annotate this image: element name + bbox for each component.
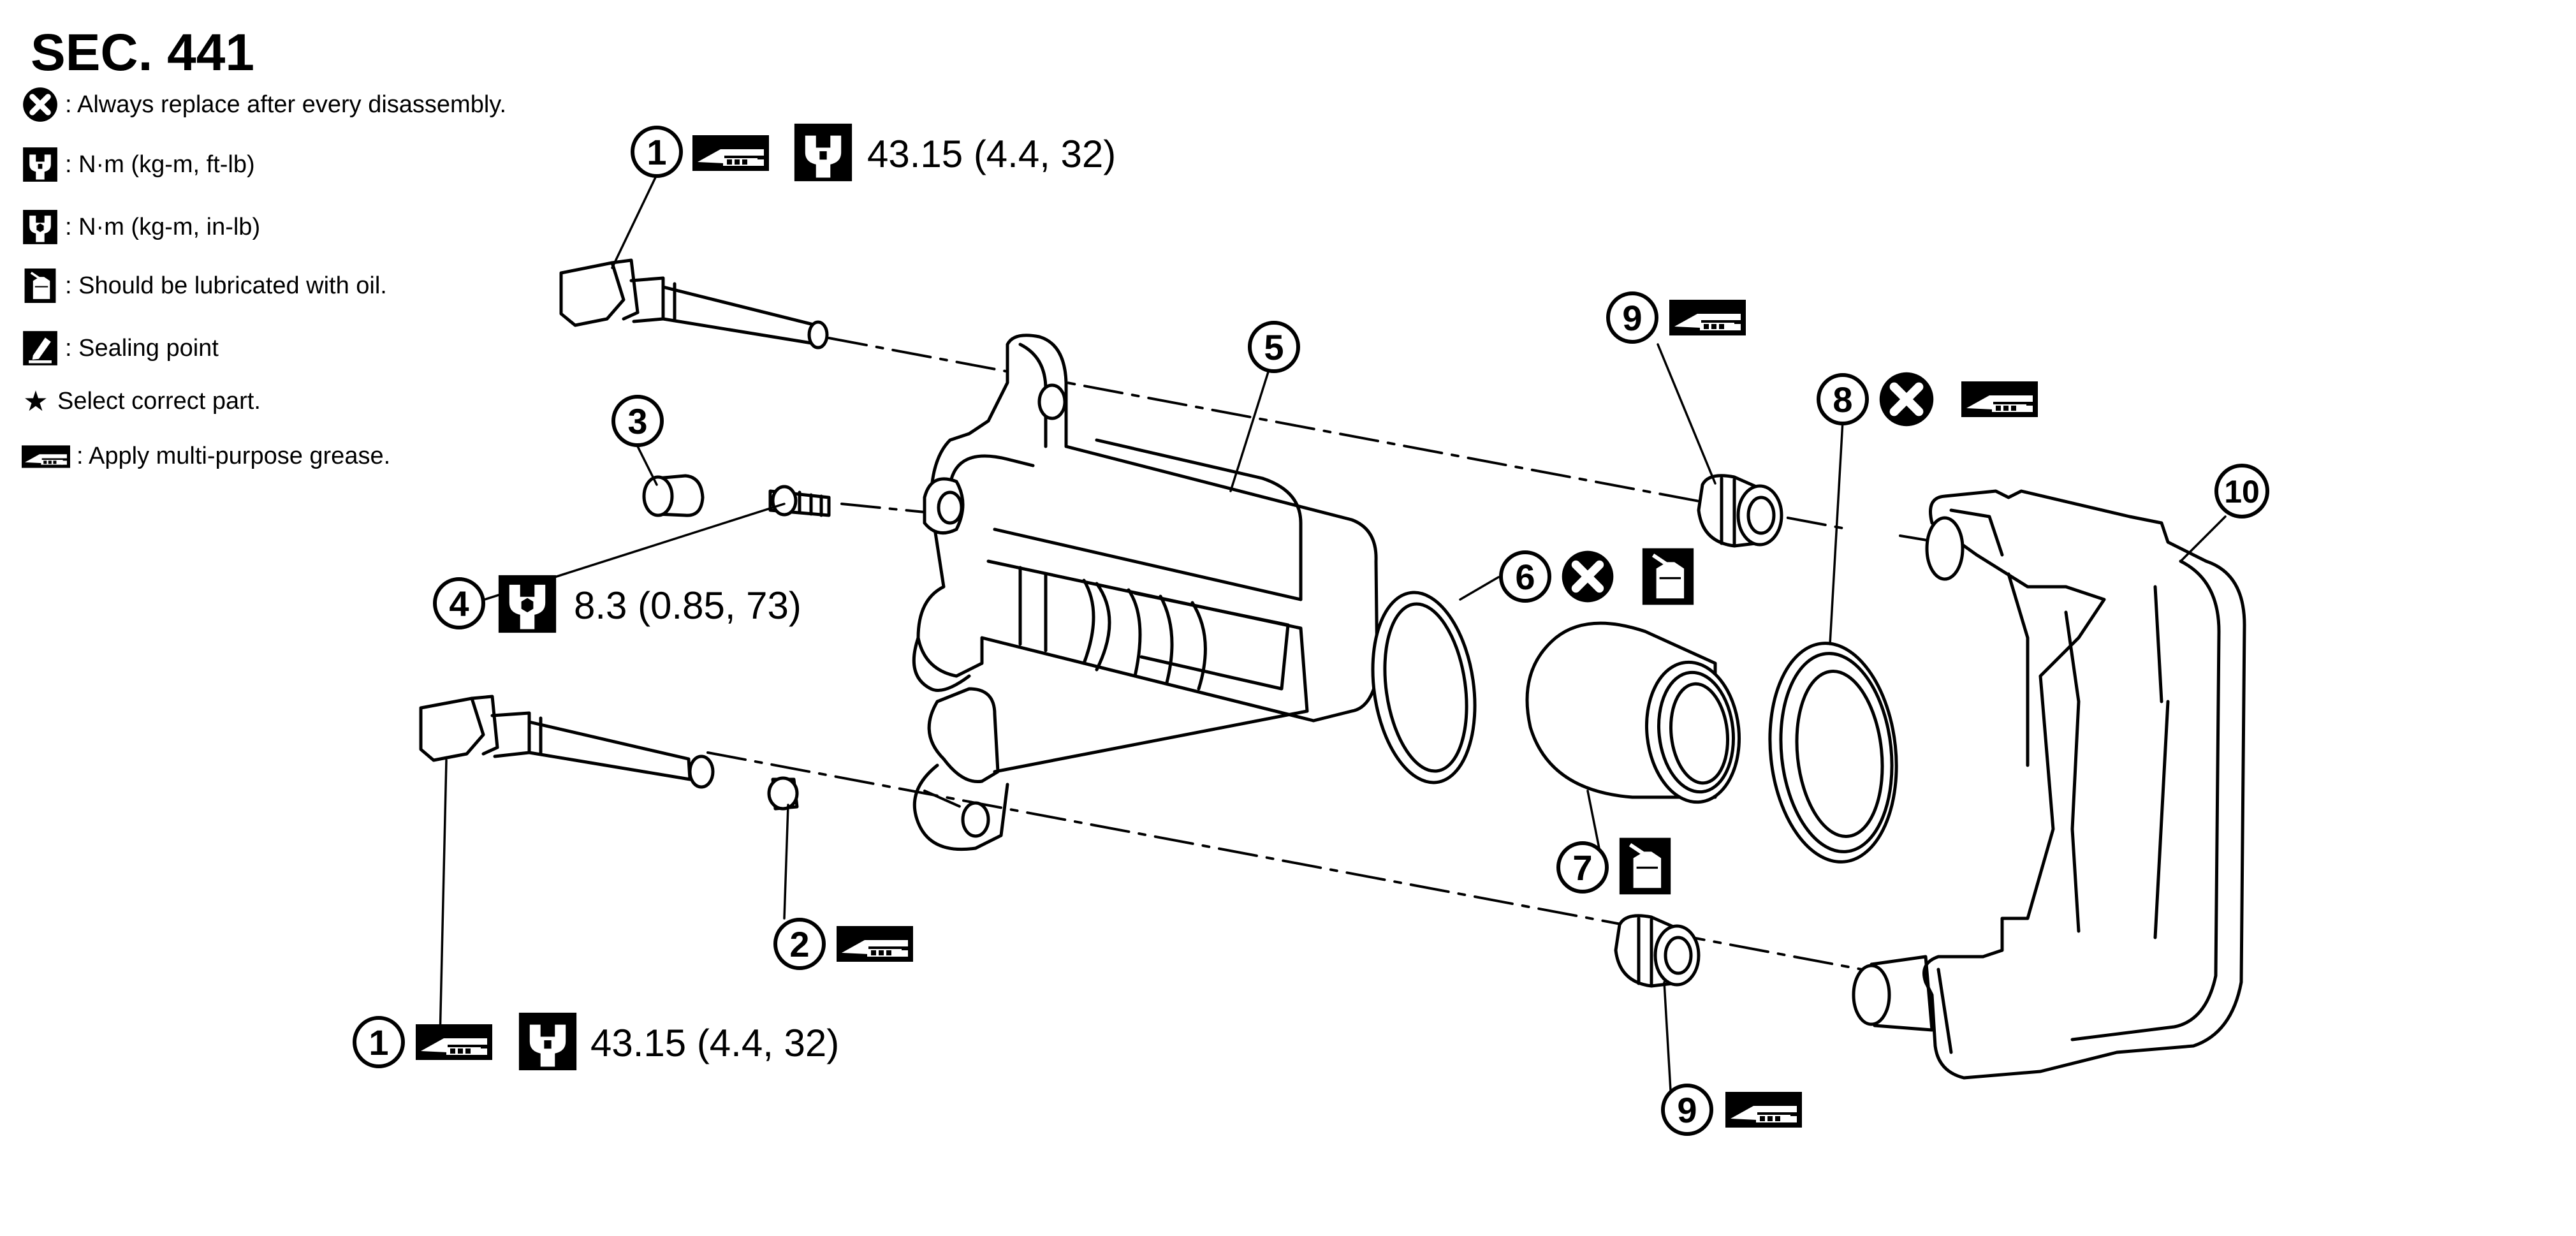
callout-number: 1 (647, 132, 666, 172)
callout-number: 5 (1264, 327, 1284, 367)
legend-torque-ftlb: : N·m (kg-m, ft-lb) (22, 147, 255, 182)
torque-ftlb-icon (794, 123, 853, 182)
callout-4: 4 (433, 577, 485, 629)
bleeder-cap (642, 474, 705, 517)
grease-icon (1961, 381, 2038, 417)
star-icon: ★ (23, 386, 48, 417)
section-title: SEC. 441 (31, 24, 254, 82)
callout-number: 4 (449, 584, 469, 624)
callout-number: 2 (789, 924, 809, 964)
pin-sleeve (767, 776, 799, 811)
legend-label: : N·m (kg-m, in-lb) (65, 213, 261, 240)
torque-value: 8.3 (0.85, 73) (574, 584, 801, 627)
legend-oil: : Should be lubricated with oil. (22, 268, 387, 304)
callout-8: 8 (1817, 373, 1869, 425)
grease-icon (837, 926, 913, 962)
legend-label: : Should be lubricated with oil. (65, 272, 387, 299)
bleeder-valve (768, 485, 831, 517)
callout-1-top: 1 (631, 126, 683, 178)
piston (1525, 621, 1741, 804)
oil-can-icon (1642, 548, 1694, 605)
grease-icon (1725, 1092, 1802, 1128)
torque-value: 43.15 (4.4, 32) (590, 1022, 839, 1064)
always-replace-icon (1562, 551, 1614, 603)
legend-label: : Sealing point (65, 334, 219, 362)
callout-number: 7 (1572, 848, 1592, 888)
callout-number: 9 (1677, 1090, 1697, 1130)
callout-number: 1 (369, 1022, 388, 1063)
callout-5: 5 (1248, 321, 1300, 373)
callout-1-bottom: 1 (353, 1016, 405, 1068)
callout-10: 10 (2214, 464, 2269, 519)
callout-number: 9 (1622, 298, 1642, 338)
legend-select-part: ★ Select correct part. (22, 385, 261, 418)
callout-number: 8 (1833, 379, 1852, 420)
callout-9-bottom: 9 (1661, 1084, 1713, 1136)
legend-label: Select correct part. (57, 388, 261, 415)
legend-label: : N·m (kg-m, ft-lb) (65, 151, 255, 178)
legend-always-replace: : Always replace after every disassembly… (22, 87, 506, 122)
grease-icon (416, 1024, 492, 1060)
torque-inlb-icon (498, 575, 557, 633)
callout-2: 2 (773, 918, 826, 970)
callout-6: 6 (1499, 550, 1551, 603)
always-replace-icon (1880, 372, 1933, 426)
legend-label: : Apply multi-purpose grease. (77, 443, 391, 469)
callout-number: 6 (1515, 557, 1535, 597)
torque-ftlb-icon (518, 1012, 577, 1071)
callout-9-top: 9 (1606, 291, 1658, 344)
legend-torque-inlb: : N·m (kg-m, in-lb) (22, 209, 260, 245)
legend-grease: : Apply multi-purpose grease. (22, 443, 390, 470)
piston-seal (1371, 591, 1477, 784)
legend-sealing: : Sealing point (22, 330, 219, 366)
piston-boot (1768, 642, 1898, 864)
torque-member (1852, 489, 2246, 1080)
callout-number: 3 (627, 401, 647, 441)
grease-icon (692, 135, 769, 171)
guide-pin-bolt-bottom (419, 695, 715, 789)
caliper-body (912, 334, 1379, 851)
callout-7: 7 (1556, 841, 1609, 894)
pin-boot-bottom (1614, 914, 1701, 988)
pin-boot-top (1697, 474, 1783, 548)
oil-can-icon (1619, 837, 1671, 895)
callout-3: 3 (611, 395, 664, 447)
torque-value: 43.15 (4.4, 32) (867, 133, 1116, 175)
callout-number: 10 (2224, 474, 2260, 510)
legend-label: : Always replace after every disassembly… (65, 91, 507, 118)
guide-pin-bolt-top (559, 258, 829, 349)
grease-icon (1669, 300, 1746, 335)
